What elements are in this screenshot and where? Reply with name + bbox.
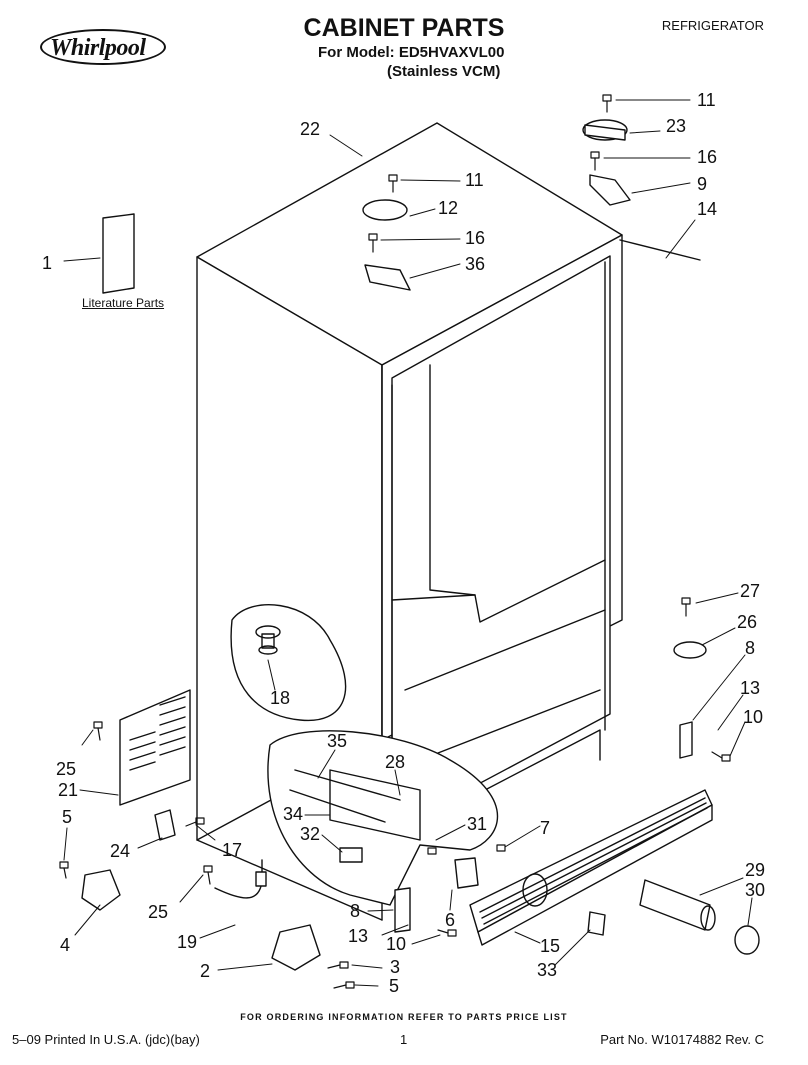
callout-27: 27 — [740, 581, 760, 601]
drain-fitting-detail — [230, 604, 347, 722]
callout-9: 9 — [697, 174, 707, 194]
callout-12: 12 — [438, 198, 458, 218]
callout-35: 35 — [327, 731, 347, 751]
model-line: For Model: ED5HVAXVL00 — [318, 44, 505, 61]
back-panel-grille — [119, 689, 191, 806]
callout-34: 34 — [283, 804, 303, 824]
part-number: Part No. W10174882 Rev. C — [600, 1032, 764, 1047]
screw-fasteners — [59, 94, 731, 989]
callout-19: 19 — [177, 932, 197, 952]
logo-ring — [40, 29, 166, 65]
callout-leaders — [63, 99, 753, 987]
variant-line: (Stainless VCM) — [387, 63, 501, 80]
print-info: 5–09 Printed In U.S.A. (jdc)(bay) — [12, 1032, 200, 1047]
front-grille — [469, 789, 713, 946]
callout-25-bottom: 25 — [148, 902, 168, 922]
callout-26: 26 — [737, 612, 757, 632]
brand-logo: Whirlpool — [40, 24, 168, 70]
page-title: CABINET PARTS — [303, 14, 505, 42]
callout-21: 21 — [58, 780, 78, 800]
callout-16-top: 16 — [697, 147, 717, 167]
callout-36: 36 — [465, 254, 485, 274]
callout-6: 6 — [445, 910, 455, 930]
callout-5-left: 5 — [62, 807, 72, 827]
hinge-hardware — [81, 119, 707, 971]
callout-2: 2 — [200, 961, 210, 981]
callout-8-right: 8 — [745, 638, 755, 658]
brand-wordmark: Whirlpool — [50, 35, 146, 61]
callout-28: 28 — [385, 752, 405, 772]
callout-33: 33 — [537, 960, 557, 980]
page-number: 1 — [400, 1032, 408, 1047]
callout-32: 32 — [300, 824, 320, 844]
callout-14: 14 — [697, 199, 717, 219]
callout-13-right: 13 — [740, 678, 760, 698]
ordering-note: FOR ORDERING INFORMATION REFER TO PARTS … — [240, 1012, 568, 1022]
motor-assembly — [639, 879, 760, 955]
callout-7: 7 — [540, 818, 550, 838]
literature-parts-label: Literature Parts — [82, 296, 165, 310]
callout-25-left: 25 — [56, 759, 76, 779]
callout-15: 15 — [540, 936, 560, 956]
callout-numbers: 1 2 3 4 5 5 6 7 8 8 9 10 10 11 11 12 13 … — [42, 90, 765, 996]
literature-booklet — [102, 213, 135, 294]
callout-10-bottom: 10 — [386, 934, 406, 954]
callout-10-right: 10 — [743, 707, 763, 727]
callout-11-mid: 11 — [465, 170, 484, 190]
category-label: REFRIGERATOR — [661, 18, 764, 33]
callout-22: 22 — [300, 119, 320, 139]
callout-30: 30 — [745, 880, 765, 900]
callout-3: 3 — [390, 957, 400, 977]
callout-31: 31 — [467, 814, 487, 834]
callout-29: 29 — [745, 860, 765, 880]
callout-8-bottom: 8 — [350, 901, 360, 921]
cabinet-body — [196, 122, 701, 921]
callout-5-bottom: 5 — [389, 976, 399, 996]
callout-1: 1 — [42, 253, 52, 273]
callout-23: 23 — [666, 116, 686, 136]
callout-24: 24 — [110, 841, 130, 861]
callout-18: 18 — [270, 688, 290, 708]
callout-13-bottom: 13 — [348, 926, 368, 946]
callout-11-top: 11 — [697, 90, 716, 110]
callout-16-mid: 16 — [465, 228, 485, 248]
callout-17: 17 — [222, 840, 242, 860]
callout-4: 4 — [60, 935, 70, 955]
